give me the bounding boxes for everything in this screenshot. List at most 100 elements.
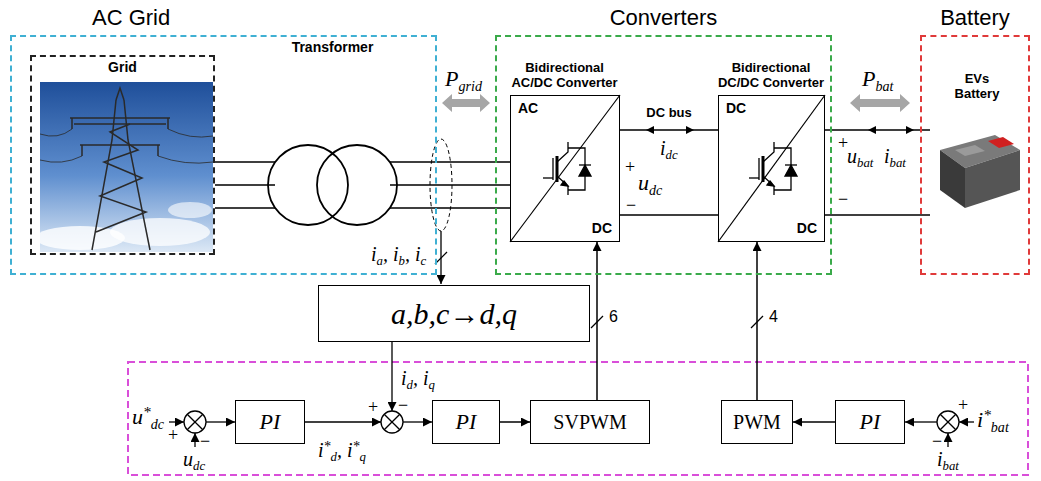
text-part: b — [399, 254, 405, 268]
pylon-peak — [116, 88, 124, 100]
grid-box: Grid — [30, 55, 215, 255]
converter-title: Bidirectional AC/DC Converter — [508, 61, 622, 91]
battery-pack — [940, 150, 965, 208]
pi-controller: PI — [235, 400, 305, 444]
converter-title: Bidirectional DC/DC Converter — [714, 61, 828, 91]
pi-controller: PI — [432, 400, 500, 444]
connector — [620, 130, 718, 215]
diode-bar — [785, 164, 797, 165]
signal-label: Pgrid — [445, 68, 482, 90]
text-part: bat — [875, 78, 893, 94]
connector — [390, 162, 510, 208]
insulator — [167, 118, 169, 129]
diode — [785, 165, 797, 176]
battery-cell — [955, 145, 985, 156]
box-title: Grid — [32, 60, 213, 75]
pylon-leg — [92, 100, 116, 250]
converter-diagonal — [718, 95, 825, 242]
text-part: q — [360, 450, 366, 464]
text-part: u — [183, 448, 193, 470]
pylon — [40, 88, 213, 250]
signal-label: id, iq — [401, 368, 435, 388]
text-part: , i — [405, 243, 421, 265]
text-part: P — [862, 66, 875, 91]
summing-junctions — [184, 411, 959, 433]
text-part: P — [445, 66, 458, 91]
connector — [825, 130, 930, 215]
cable — [168, 129, 213, 137]
converter-box: Bidirectional DC/DC ConverterDCDC — [718, 95, 825, 242]
text-part: i — [371, 243, 377, 265]
signal-wire — [959, 421, 974, 422]
connector — [793, 421, 835, 423]
pylon-bracing — [96, 124, 146, 232]
battery-cell — [988, 137, 1014, 148]
diode-bar — [579, 164, 591, 165]
signal-label: Pbat — [862, 68, 893, 90]
text-part: i — [937, 448, 943, 470]
signal-wire — [391, 342, 392, 411]
converter-diagonal — [510, 95, 620, 242]
insulator — [81, 145, 83, 156]
text-part: i — [660, 137, 666, 159]
signal-label: ia, ib, ic — [371, 244, 426, 264]
connector — [500, 421, 530, 423]
box-title: Transformer — [255, 40, 410, 55]
signal-label: udc — [638, 172, 662, 194]
block-label: PWM — [733, 411, 781, 433]
cable — [40, 156, 82, 162]
connector-label: 6 — [609, 309, 618, 325]
converter-box: Bidirectional AC/DC ConverterACDC — [510, 95, 620, 242]
signal-label: ibat — [884, 146, 906, 166]
diode — [579, 165, 591, 176]
control-region — [128, 362, 1028, 475]
connector-label: 4 — [769, 309, 778, 325]
signal-wire — [169, 421, 184, 422]
text-part: * — [324, 439, 331, 454]
text-part: i — [401, 367, 407, 389]
text-part: i — [977, 407, 983, 432]
transformer-symbol: Transformer — [275, 145, 390, 225]
igbt-gate — [749, 177, 759, 178]
block-label: PI — [456, 410, 477, 434]
block-label: a,b,c→d,q — [391, 297, 517, 330]
text-part: i — [318, 439, 324, 461]
signal-wire — [403, 421, 432, 422]
connector-label: DC bus — [646, 106, 692, 119]
region-title: Converters — [497, 6, 830, 30]
signal-label: ibat — [937, 449, 959, 469]
text-part: i — [884, 145, 890, 167]
region-box: AC GridGridTransformer — [10, 35, 437, 275]
igbt-gate — [543, 177, 553, 178]
text-part: q — [429, 378, 435, 392]
modulator-box: PWM — [721, 400, 793, 444]
summing-junction — [937, 411, 959, 433]
modulator-box: SVPWM — [530, 400, 650, 444]
igbt-channel — [556, 156, 559, 182]
connector — [756, 242, 758, 400]
region-box: BatteryEVs Battery — [920, 35, 1030, 275]
control-wires — [169, 316, 974, 447]
insulator — [157, 145, 159, 156]
text-part: bat — [890, 156, 906, 170]
text-part: dc — [151, 416, 164, 432]
cloud — [110, 218, 210, 246]
igbt-arrow — [767, 181, 774, 186]
sign-label: − — [626, 196, 636, 214]
pylon-arm — [80, 144, 160, 146]
pylon-leg — [124, 100, 150, 250]
signal-label: ubat — [847, 146, 873, 166]
connector — [215, 162, 275, 208]
summing-cross — [940, 414, 956, 430]
connector — [596, 242, 598, 400]
signal-label: u*dc — [132, 406, 164, 428]
transformer-winding — [268, 145, 348, 225]
cloud — [168, 202, 212, 218]
block-label: SVPWM — [553, 411, 626, 433]
text-part: , i — [337, 439, 353, 461]
sign-label: − — [398, 396, 408, 414]
cable — [40, 129, 72, 136]
signal-wire — [947, 433, 948, 447]
